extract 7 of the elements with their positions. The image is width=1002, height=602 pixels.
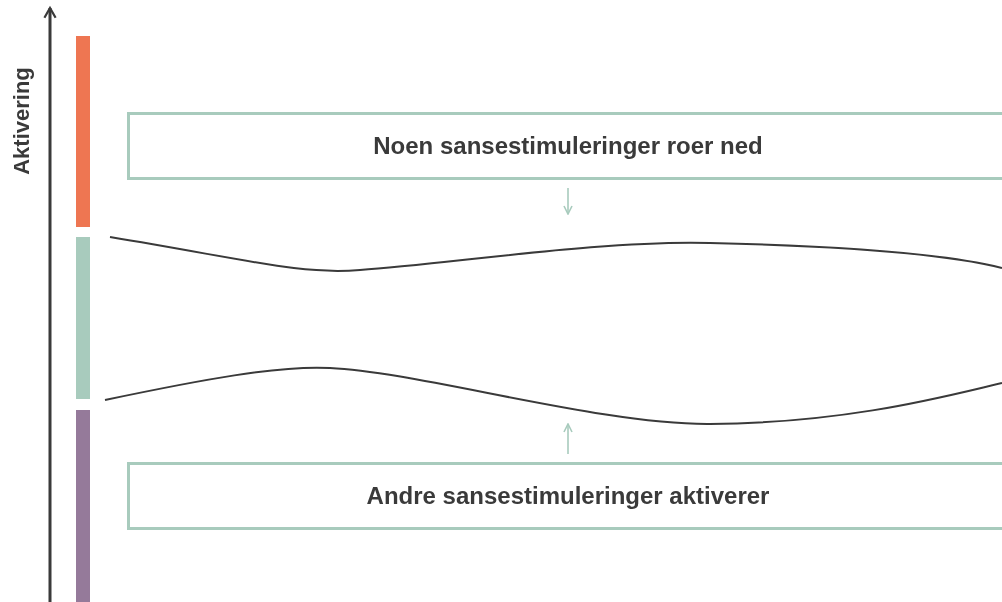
box-text: Andre sansestimuleringer aktiverer [366,482,770,510]
arrow [563,423,573,455]
text-box [127,112,1002,180]
box-text: Noen sansestimuleringer roer ned [373,132,763,160]
axis-label: Aktivering [9,66,35,177]
arrow [563,187,573,215]
text-box [127,462,1002,530]
